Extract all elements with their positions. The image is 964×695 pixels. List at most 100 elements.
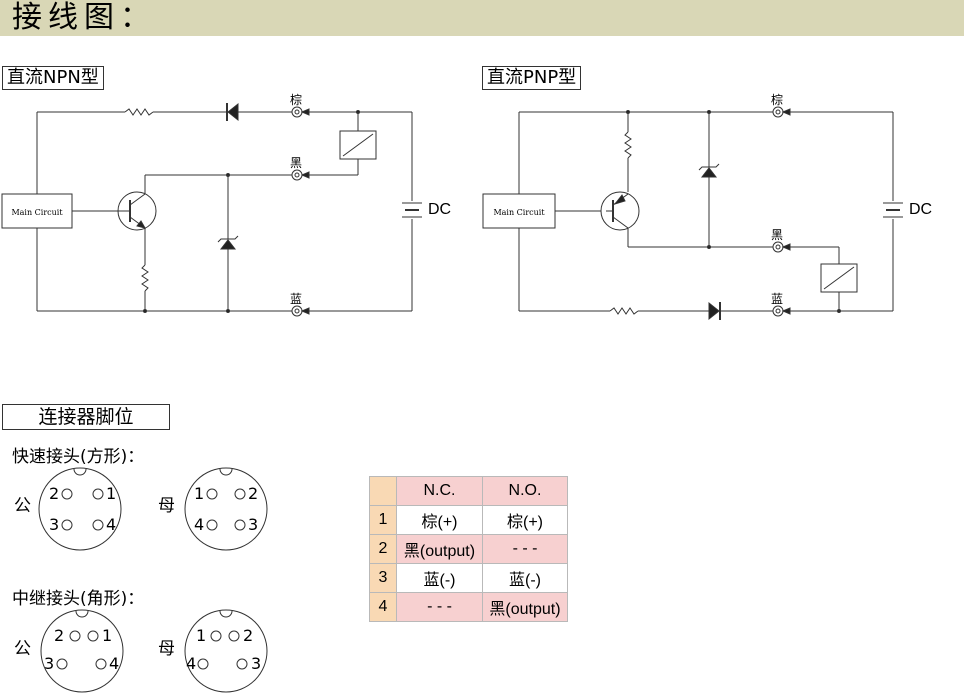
npn-black-label: 黑 bbox=[290, 156, 303, 170]
pin-no-value: - - - bbox=[482, 534, 568, 564]
pin-number: 1 bbox=[369, 505, 397, 535]
quick-male-socket bbox=[92, 519, 104, 531]
npn-junction bbox=[226, 309, 230, 313]
quick-male-pin-4: 4 bbox=[106, 515, 117, 534]
npn-arrow bbox=[300, 307, 310, 315]
pnp-terminal-black-inner bbox=[775, 244, 781, 250]
relay-male-pin-3: 3 bbox=[44, 654, 55, 673]
npn-arrow bbox=[300, 108, 310, 116]
npn-diode bbox=[227, 102, 239, 122]
pnp-brown-label: 棕 bbox=[771, 93, 784, 107]
quick-male-socket bbox=[92, 488, 104, 500]
npn-zener-bar bbox=[217, 235, 239, 243]
relay-female-socket bbox=[236, 658, 248, 670]
relay-male-pin-2: 2 bbox=[54, 626, 65, 645]
npn-transistor-collector bbox=[129, 193, 146, 206]
quick-female-key bbox=[219, 468, 233, 476]
relay-female-socket bbox=[228, 630, 240, 642]
npn-title: 直流NPN型 bbox=[2, 66, 104, 90]
quick-connector-label: 快速接头(方形)： bbox=[12, 447, 145, 467]
quick-male-connector bbox=[38, 467, 122, 551]
quick-female-socket bbox=[234, 488, 246, 500]
pnp-terminal-blue bbox=[772, 305, 784, 317]
quick-female-label: 母 bbox=[158, 496, 175, 516]
connectors bbox=[38, 467, 268, 693]
pnp-arrow bbox=[781, 108, 791, 116]
table-row: 4 - - - 黑(output) bbox=[369, 592, 568, 622]
npn-relay-slash bbox=[342, 133, 374, 157]
quick-male-pin-3: 3 bbox=[49, 515, 60, 534]
pnp-emitter-arrow bbox=[613, 194, 626, 205]
npn-terminal-brown-inner bbox=[294, 109, 300, 115]
quick-female-pin-1: 1 bbox=[194, 484, 205, 503]
npn-diagram: Main Circuit bbox=[1, 102, 422, 317]
pnp-terminal-black bbox=[772, 241, 784, 253]
page-title: 接线图： bbox=[12, 0, 156, 35]
connector-title: 连接器脚位 bbox=[2, 404, 170, 430]
pnp-title: 直流PNP型 bbox=[482, 66, 582, 90]
relay-male-socket bbox=[69, 630, 81, 642]
quick-male-key bbox=[73, 468, 87, 476]
relay-male-socket bbox=[87, 630, 99, 642]
quick-male-socket bbox=[61, 488, 73, 500]
npn-terminal-black-inner bbox=[294, 172, 300, 178]
npn-terminal-blue-inner bbox=[294, 308, 300, 314]
relay-male-socket bbox=[95, 658, 107, 670]
relay-male-pin-1: 1 bbox=[102, 626, 113, 645]
pin-no-value: 蓝(-) bbox=[482, 563, 568, 593]
pin-table-header-no: N.O. bbox=[482, 476, 568, 506]
pnp-arrow bbox=[781, 307, 791, 315]
relay-male-pin-4: 4 bbox=[109, 654, 120, 673]
relay-female-connector bbox=[184, 609, 268, 693]
npn-main-circuit-label: Main Circuit bbox=[11, 208, 63, 217]
pnp-transistor-collector bbox=[612, 216, 629, 229]
pin-no-value: 黑(output) bbox=[482, 592, 568, 622]
npn-zener bbox=[219, 239, 237, 250]
quick-female-socket bbox=[234, 519, 246, 531]
relay-female-pin-2: 2 bbox=[243, 626, 254, 645]
pnp-terminal-brown bbox=[772, 106, 784, 118]
npn-dc-label: DC bbox=[428, 201, 452, 218]
pnp-resistor-bottom bbox=[609, 307, 639, 315]
relay-female-socket bbox=[210, 630, 222, 642]
pin-nc-value: 蓝(-) bbox=[396, 563, 483, 593]
table-row: 1 棕(+) 棕(+) bbox=[369, 505, 568, 535]
pin-no-value: 棕(+) bbox=[482, 505, 568, 535]
pin-number: 2 bbox=[369, 534, 397, 564]
pin-table-header-row: N.C. N.O. bbox=[369, 476, 568, 506]
relay-female-socket bbox=[197, 658, 209, 670]
npn-terminal-black bbox=[291, 169, 303, 181]
quick-female-connector bbox=[184, 467, 268, 551]
pnp-dc-label: DC bbox=[909, 201, 933, 218]
quick-female-socket bbox=[206, 519, 218, 531]
pnp-zener-bar bbox=[698, 163, 720, 171]
pnp-diagram: Main Circuit bbox=[482, 106, 903, 321]
relay-male-key bbox=[75, 610, 89, 618]
npn-main-circuit-box bbox=[1, 193, 73, 229]
pnp-blue-label: 蓝 bbox=[771, 292, 784, 306]
pin-table-corner bbox=[369, 476, 397, 506]
npn-emitter-arrow bbox=[136, 220, 147, 229]
relay-male-connector bbox=[40, 609, 124, 693]
pnp-main-circuit-label: Main Circuit bbox=[493, 208, 545, 217]
npn-arrow bbox=[300, 171, 310, 179]
pin-number: 4 bbox=[369, 592, 397, 622]
pnp-transistor bbox=[600, 191, 640, 231]
pin-table: N.C. N.O. 1 棕(+) 棕(+) 2 黑(output) - - - … bbox=[369, 476, 568, 622]
relay-female-label: 母 bbox=[158, 639, 175, 659]
pnp-terminal-brown-inner bbox=[775, 109, 781, 115]
table-row: 3 蓝(-) 蓝(-) bbox=[369, 563, 568, 593]
relay-female-pin-4: 4 bbox=[186, 654, 197, 673]
relay-male-label: 公 bbox=[14, 639, 31, 659]
pin-table-header-nc: N.C. bbox=[396, 476, 483, 506]
quick-female-pin-4: 4 bbox=[194, 515, 205, 534]
npn-terminal-brown bbox=[291, 106, 303, 118]
npn-resistor-top bbox=[124, 108, 154, 116]
pnp-relay-slash bbox=[823, 266, 855, 290]
pin-nc-value: 黑(output) bbox=[396, 534, 483, 564]
quick-male-socket bbox=[61, 519, 73, 531]
page-header: 接线图： bbox=[0, 0, 964, 36]
relay-female-pin-3: 3 bbox=[251, 654, 262, 673]
quick-male-pin-2: 2 bbox=[49, 484, 60, 503]
